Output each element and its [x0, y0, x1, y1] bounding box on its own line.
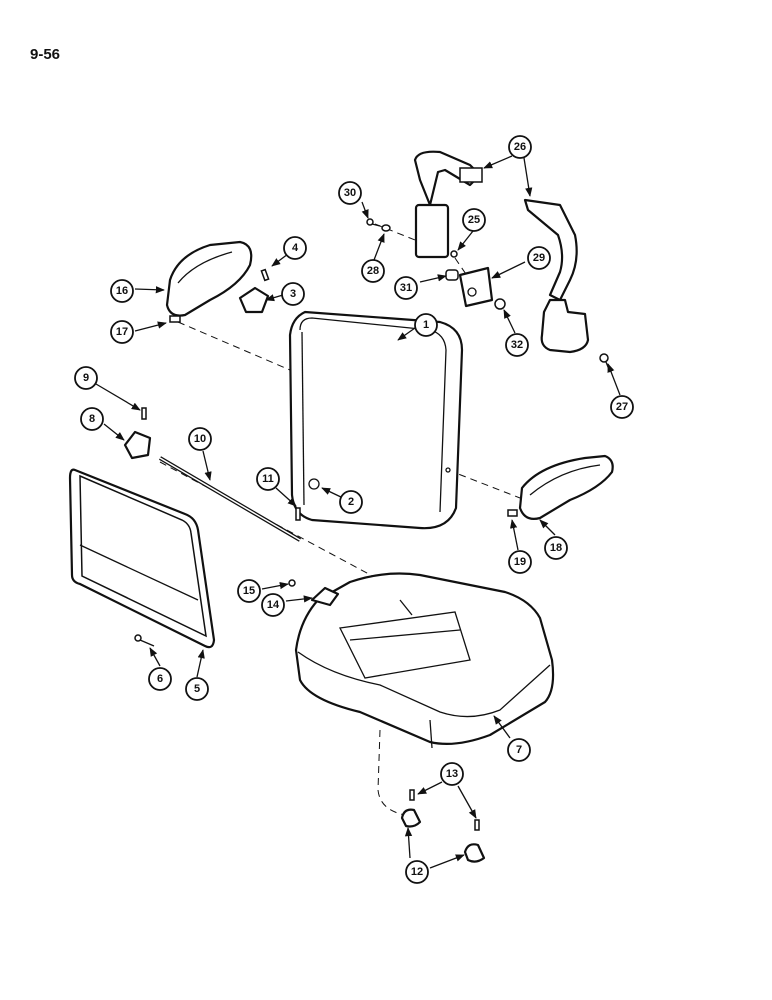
- svg-text:7: 7: [516, 744, 522, 756]
- svg-text:30: 30: [344, 187, 356, 199]
- svg-text:28: 28: [367, 265, 379, 277]
- belt-bracket: [458, 266, 494, 308]
- callout-19: 19: [508, 550, 532, 574]
- callout-27: 27: [610, 395, 634, 419]
- svg-text:10: 10: [194, 433, 206, 445]
- svg-text:14: 14: [267, 599, 280, 611]
- svg-text:2: 2: [348, 496, 354, 508]
- svg-text:25: 25: [468, 214, 480, 226]
- callout-8: 8: [80, 407, 104, 431]
- callout-30: 30: [338, 181, 362, 205]
- callout-11: 11: [256, 467, 280, 491]
- svg-text:1: 1: [423, 319, 429, 331]
- callout-15: 15: [237, 579, 261, 603]
- rod: [158, 456, 302, 542]
- seat-belt-left: [413, 150, 483, 259]
- svg-text:4: 4: [292, 242, 299, 254]
- callout-4: 4: [283, 236, 307, 260]
- callout-13: 13: [440, 762, 464, 786]
- page-number: 9-56: [30, 46, 61, 63]
- svg-text:16: 16: [116, 285, 128, 297]
- callout-2: 2: [339, 490, 363, 514]
- callout-29: 29: [527, 246, 551, 270]
- svg-text:11: 11: [262, 473, 274, 485]
- leader-lines: [95, 155, 621, 869]
- callout-26: 26: [508, 135, 532, 159]
- left-armrest: [165, 240, 253, 323]
- callout-28: 28: [361, 259, 385, 283]
- svg-text:26: 26: [514, 141, 526, 153]
- callout-3: 3: [281, 282, 305, 306]
- svg-text:31: 31: [400, 282, 412, 294]
- callout-25: 25: [462, 208, 486, 232]
- svg-text:18: 18: [550, 542, 562, 554]
- callout-14: 14: [261, 593, 285, 617]
- seat-belt-right: [523, 198, 590, 354]
- svg-text:15: 15: [243, 585, 255, 597]
- callout-17: 17: [110, 320, 134, 344]
- svg-text:6: 6: [157, 673, 163, 685]
- right-armrest: [507, 454, 614, 520]
- callout-1: 1: [414, 313, 438, 337]
- callout-10: 10: [188, 427, 212, 451]
- callout-5: 5: [185, 677, 209, 701]
- callout-31: 31: [394, 276, 418, 300]
- callout-6: 6: [148, 667, 172, 691]
- svg-text:5: 5: [194, 683, 200, 695]
- seat-cushion: [294, 572, 555, 749]
- svg-text:27: 27: [616, 401, 628, 413]
- seat-back: [288, 310, 464, 530]
- svg-text:9: 9: [83, 372, 89, 384]
- svg-text:3: 3: [290, 288, 296, 300]
- svg-text:32: 32: [511, 339, 523, 351]
- callout-18: 18: [544, 536, 568, 560]
- svg-text:8: 8: [89, 413, 95, 425]
- svg-text:19: 19: [514, 556, 526, 568]
- callout-32: 32: [505, 333, 529, 357]
- callout-9: 9: [74, 366, 98, 390]
- svg-text:17: 17: [116, 326, 128, 338]
- back-panel: [68, 468, 216, 649]
- callout-16: 16: [110, 279, 134, 303]
- svg-text:29: 29: [533, 252, 545, 264]
- hardware: [123, 218, 611, 863]
- svg-text:13: 13: [446, 768, 458, 780]
- callout-7: 7: [507, 738, 531, 762]
- svg-text:12: 12: [411, 866, 423, 878]
- callout-12: 12: [405, 860, 429, 884]
